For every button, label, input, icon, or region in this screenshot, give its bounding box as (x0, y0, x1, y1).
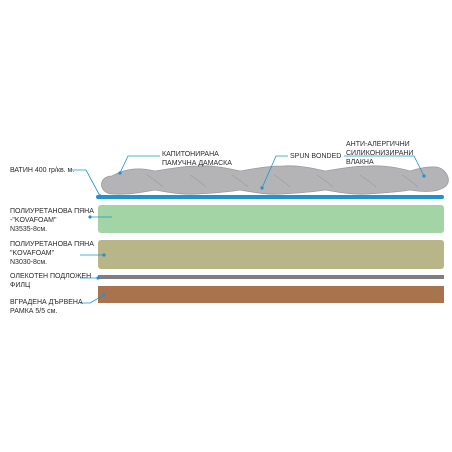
quilt-puffs (101, 165, 449, 195)
pointer-dot-anti-allergic (422, 174, 426, 178)
pointer-lines (72, 155, 426, 304)
pointer-dot-felt (96, 276, 100, 280)
label-quilted-cover: КАПИТОНИРАНА ПАМУЧНА ДАМАСКА (162, 151, 232, 167)
pointer-dot-spun-bonded (260, 186, 264, 190)
quilt-crease (231, 174, 249, 188)
label-foam-top: ПОЛИУРЕТАНОВА ПЯНА -"KOVAFOAM" N3535-8см… (10, 208, 94, 233)
pointer-batting (72, 169, 101, 197)
quilt-crease (273, 174, 291, 188)
pointer-dot-foam-top (88, 215, 92, 219)
pointer-spun-bonded (261, 155, 288, 189)
wood-frame-layer (98, 286, 444, 303)
quilt-creases (146, 174, 419, 188)
label-batting: ВАТИН 400 гр/кв. м. (10, 167, 75, 174)
quilt-crease (146, 174, 164, 188)
quilt-crease (316, 174, 334, 188)
label-wood-frame: ВГРАДЕНА ДЪРВЕНА РАМКА 5/5 см. (10, 299, 83, 315)
foam-bottom-layer (98, 240, 444, 269)
pointer-dot-wood (102, 293, 106, 297)
quilt-crease (401, 174, 419, 188)
quilt-crease (189, 174, 207, 188)
label-spun-bonded: SPUN BONDED (290, 153, 342, 160)
label-foam-bottom: ПОЛИУРЕТАНОВА ПЯНА "KOVAFOAM" N3030-8см. (10, 241, 94, 266)
pointer-dot-foam-bottom (102, 253, 106, 257)
pointer-quilted-cover (119, 155, 160, 174)
quilt-crease (359, 174, 377, 188)
pointer-wood (80, 294, 105, 304)
pointer-dot-batting (98, 194, 102, 198)
pointer-dot-quilted-cover (118, 171, 122, 175)
label-anti-allergic-fibers: АНТИ-АЛЕРГИЧНИ СИЛИКОНИЗИРАНИ ВЛАКНА (346, 141, 414, 166)
foam-top-layer (98, 205, 444, 233)
quilted-cover-layer (101, 165, 449, 195)
pointer-anti-allergic (344, 155, 425, 177)
batting-layer (96, 195, 444, 199)
label-felt: ОЛЕКОТЕН ПОДЛОЖЕН ФИЛЦ (10, 273, 92, 289)
felt-layer (98, 275, 444, 279)
